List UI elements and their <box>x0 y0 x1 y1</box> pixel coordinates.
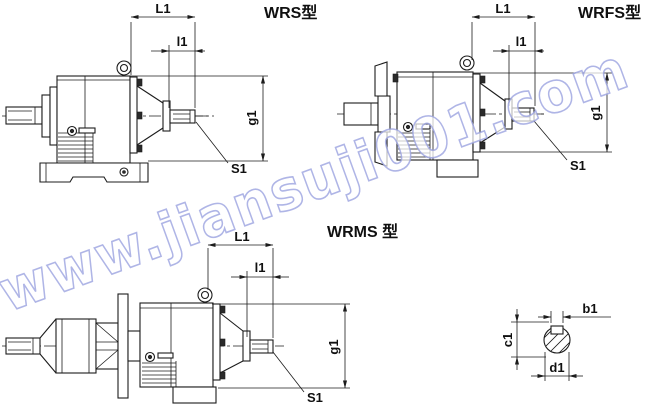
wrs-machine-drawing <box>2 60 214 183</box>
wrs-dim-g1: g1 <box>244 110 259 125</box>
wrfs-flange-lower <box>374 131 388 167</box>
section-dim-d1: d1 <box>549 360 564 375</box>
wrms-eyebolt <box>197 287 213 303</box>
wrms-dim-S1: S1 <box>307 390 323 405</box>
wrs-eyebolt <box>116 60 132 76</box>
wrfs-eyebolt <box>459 55 475 71</box>
wrms-title: WRMS 型 <box>327 223 398 241</box>
shaft-cross-section: b1 c1 d1 <box>500 301 611 381</box>
wrms-machine-drawing <box>2 287 284 404</box>
wrms-dim-L1: L1 <box>234 229 249 244</box>
wrfs-machine-drawing <box>337 55 546 178</box>
wrms-dimensions: L1 l1 g1 S1 WRMS 型 <box>207 223 398 405</box>
wrs-dim-l1: l1 <box>177 34 188 49</box>
wrs-dimensions: L1 l1 g1 S1 WRS型 <box>130 1 317 176</box>
wrms-dim-g1: g1 <box>326 339 341 354</box>
wrms-dim-l1: l1 <box>255 260 266 275</box>
wrfs-dimensions: L1 l1 g1 S1 WRFS型 <box>471 1 641 173</box>
wrfs-dim-l1: l1 <box>516 34 527 49</box>
keyway <box>550 325 564 335</box>
wrfs-dim-g1: g1 <box>588 105 603 120</box>
wrs-dim-S1: S1 <box>231 161 247 176</box>
wrs-dim-L1: L1 <box>155 1 170 16</box>
wrfs-dim-S1: S1 <box>570 158 586 173</box>
section-dim-c1: c1 <box>500 333 515 347</box>
wrfs-title: WRFS型 <box>578 4 641 22</box>
wrfs-dim-L1: L1 <box>495 1 510 16</box>
wrs-title: WRS型 <box>264 4 317 22</box>
wrfs-flange-upper <box>374 61 388 97</box>
section-dim-b1: b1 <box>582 301 597 316</box>
